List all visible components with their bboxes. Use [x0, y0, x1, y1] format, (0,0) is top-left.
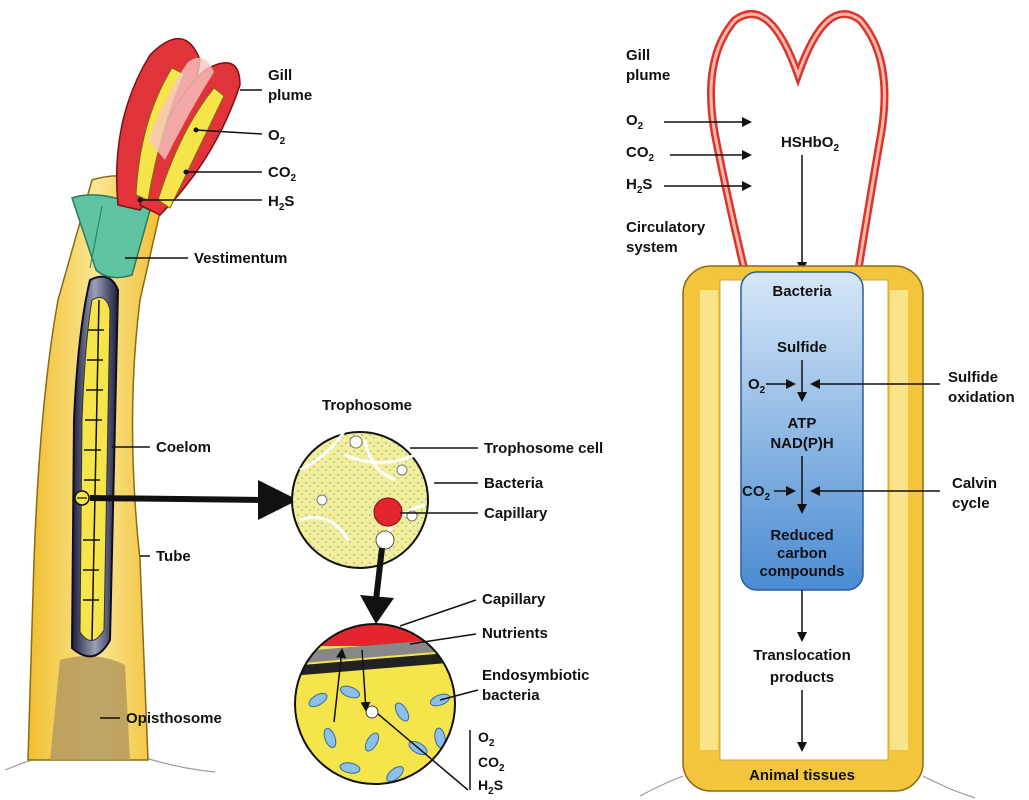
trophosome-cell-label: Trophosome cell [484, 440, 603, 457]
circulatory-label-1: Circulatory [626, 219, 706, 236]
right-gill-plume-label-2: plume [626, 67, 670, 84]
h2s-label: H2S [268, 193, 294, 213]
capillary-label: Capillary [484, 505, 548, 522]
endosymbiotic-label-1: Endosymbiotic [482, 667, 590, 684]
seafloor-right [140, 756, 215, 772]
reduced-label-3: compounds [760, 563, 845, 580]
gill-plume-label-2: plume [268, 87, 312, 104]
trophosome-title: Trophosome [322, 397, 412, 414]
detail-o2-label: O2 [478, 729, 495, 749]
right-o2-label: O2 [626, 112, 644, 132]
gill-plume [117, 39, 240, 215]
gill-plume-label-1: Gill [268, 67, 292, 84]
tubeworm-illustration [5, 39, 240, 772]
coelom-label: Coelom [156, 439, 211, 456]
nadph-label: NAD(P)H [770, 435, 833, 452]
sulfide-label: Sulfide [777, 339, 827, 356]
atp-label: ATP [788, 415, 817, 432]
opisthosome-region [50, 656, 130, 760]
hshbo2-label: HSHbO2 [781, 134, 840, 154]
opisthosome-label: Opisthosome [126, 710, 222, 727]
detail-capillary-label: Capillary [482, 591, 546, 608]
detail-co2-label: CO2 [478, 754, 505, 774]
bacteria-label: Bacteria [484, 475, 544, 492]
sulfide-oxidation-label-1: Sulfide [948, 369, 998, 386]
detail-h2s-label: H2S [478, 777, 503, 797]
right-h2s-label: H2S [626, 176, 652, 196]
o2-label: O2 [268, 127, 286, 147]
animal-tissues-label: Animal tissues [749, 767, 855, 784]
tube-label: Tube [156, 548, 191, 565]
nutrients-label: Nutrients [482, 625, 548, 642]
capillary-dot [374, 498, 402, 526]
input-arrows [664, 122, 750, 186]
right-co2-label: CO2 [626, 144, 655, 164]
reduced-label-1: Reduced [770, 527, 833, 544]
calvin-label-1: Calvin [952, 475, 997, 492]
vestimentum-label: Vestimentum [194, 250, 287, 267]
co2-label: CO2 [268, 164, 297, 184]
right-gill-plume-label-1: Gill [626, 47, 650, 64]
reduced-label-2: carbon [777, 545, 827, 562]
trophosome-circle [292, 430, 428, 568]
bacteria-box-title: Bacteria [772, 283, 832, 300]
translocation-label-1: Translocation [753, 647, 851, 664]
detail-circle [290, 620, 460, 790]
endosymbiotic-label-2: bacteria [482, 687, 540, 704]
circulatory-label-2: system [626, 239, 678, 256]
translocation-label-2: products [770, 669, 834, 686]
calvin-label-2: cycle [952, 495, 990, 512]
sulfide-oxidation-label-2: oxidation [948, 389, 1015, 406]
